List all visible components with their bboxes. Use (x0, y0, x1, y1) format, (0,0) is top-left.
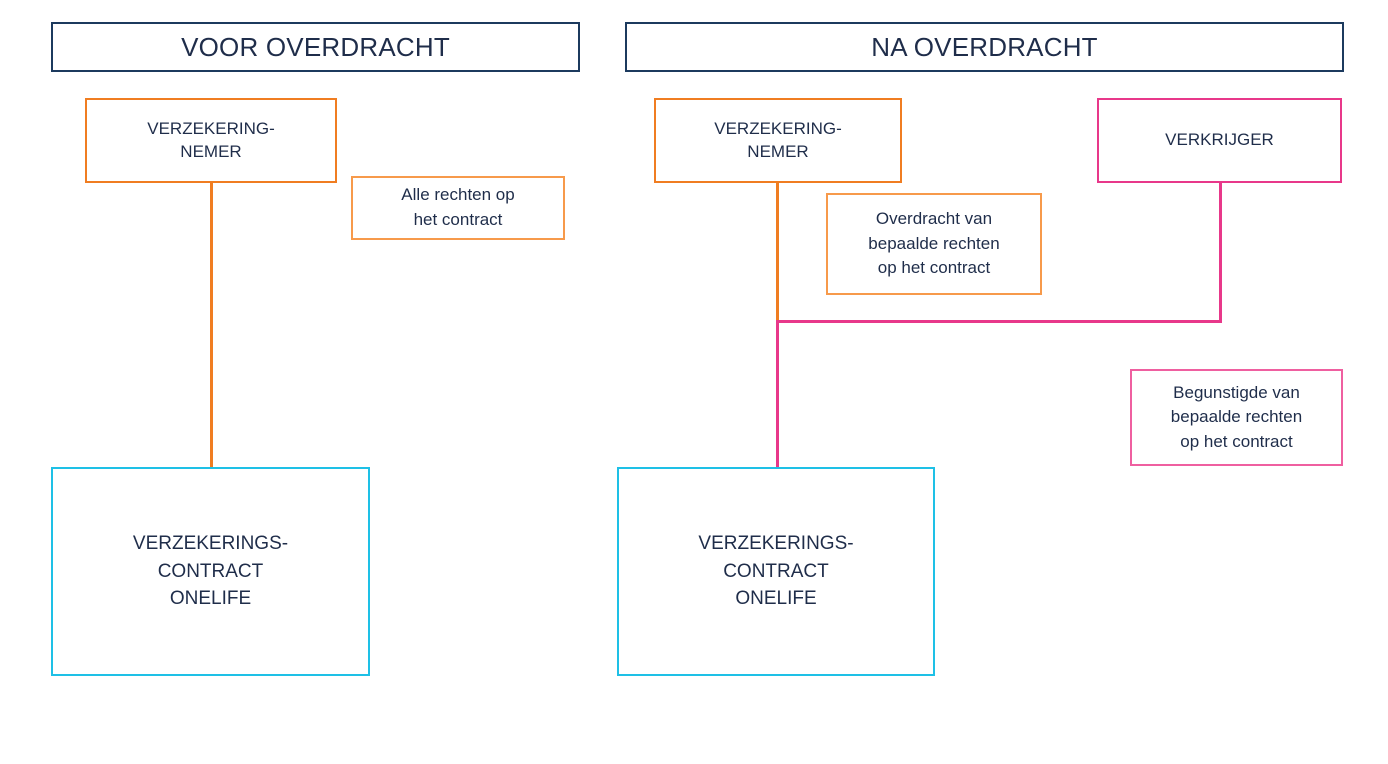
connector-acquirer-vertical (1219, 183, 1222, 323)
connector-acquirer-horizontal (776, 320, 1222, 323)
entity-policyholder-before-label: VERZEKERING-NEMER (147, 118, 275, 161)
panel-header-before: VOOR OVERDRACHT (51, 22, 580, 72)
entity-acquirer: VERKRIJGER (1097, 98, 1342, 183)
connector-after-policyholder-to-contract (776, 183, 779, 323)
entity-policyholder-before: VERZEKERING-NEMER (85, 98, 337, 183)
connector-before-policyholder-to-contract (210, 183, 213, 468)
panel-header-after: NA OVERDRACHT (625, 22, 1344, 72)
connector-acquirer-to-contract (776, 320, 779, 468)
panel-header-before-label: VOOR OVERDRACHT (181, 31, 450, 62)
panel-header-after-label: NA OVERDRACHT (871, 31, 1098, 62)
entity-acquirer-label: VERKRIJGER (1165, 130, 1274, 150)
entity-policyholder-after-label: VERZEKERING-NEMER (714, 118, 842, 161)
entity-policyholder-after: VERZEKERING-NEMER (654, 98, 902, 183)
